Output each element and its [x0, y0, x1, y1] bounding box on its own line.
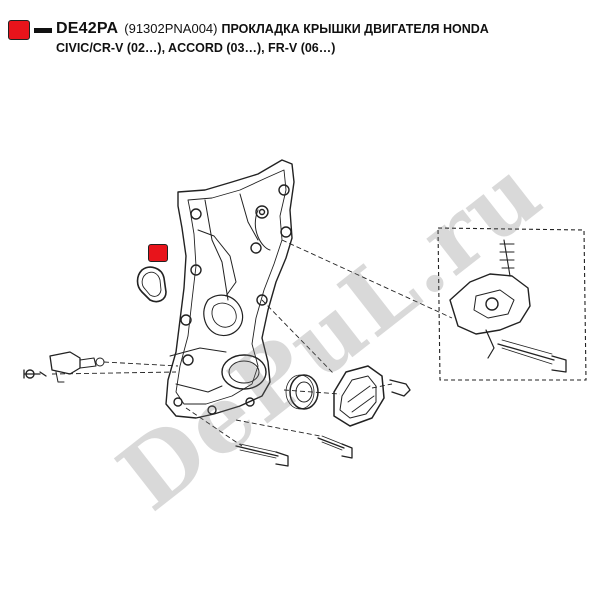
gasket-part [136, 266, 167, 303]
red-callout-marker [148, 244, 168, 262]
bolt-2 [317, 437, 353, 459]
pump-housing-part [333, 365, 385, 427]
title-text-1: ПРОКЛАДКА КРЫШКИ ДВИГАТЕЛЯ HONDA [221, 22, 489, 36]
bolt-1 [235, 445, 289, 467]
tensioner-bracket [449, 273, 531, 335]
tensioner-stud [499, 239, 515, 277]
engine-cover-outline [165, 159, 295, 419]
engine-cover-inner-edge [175, 169, 287, 405]
detail-box [437, 227, 587, 381]
tensioner-bolt [497, 343, 567, 373]
title-line-1: DE42PA (91302PNA004)ПРОКЛАДКА КРЫШКИ ДВИГ… [56, 20, 489, 38]
dash-icon [34, 28, 52, 33]
bolt-3 [389, 379, 411, 397]
red-marker-icon [8, 20, 30, 40]
sensor-part [49, 351, 81, 375]
title-text-2: CIVIC/CR-V (02…), ACCORD (03…), FR-V (06… [56, 41, 336, 55]
product-code: DE42PA [56, 20, 119, 37]
part-number: (91302PNA004) [124, 21, 218, 36]
